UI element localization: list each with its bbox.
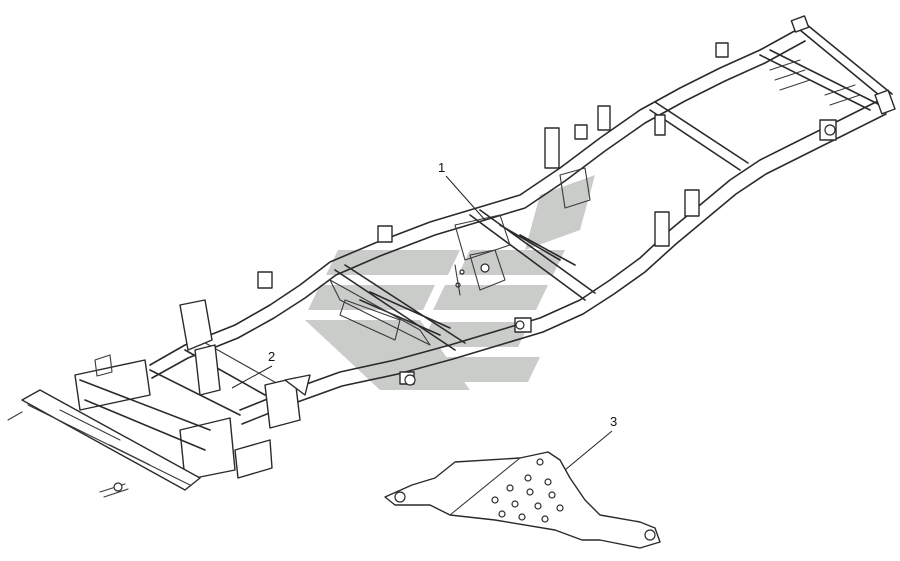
skid-plate-part	[384, 451, 661, 549]
callout-3: 3	[564, 414, 617, 471]
watermark-logo	[305, 175, 595, 390]
chassis-frame	[7, 15, 896, 498]
callout-label-3: 3	[610, 414, 617, 429]
callout-1: 1	[438, 160, 486, 221]
callout-label-1: 1	[438, 160, 445, 175]
callout-label-2: 2	[268, 349, 275, 364]
callout-2: 2	[231, 349, 275, 389]
